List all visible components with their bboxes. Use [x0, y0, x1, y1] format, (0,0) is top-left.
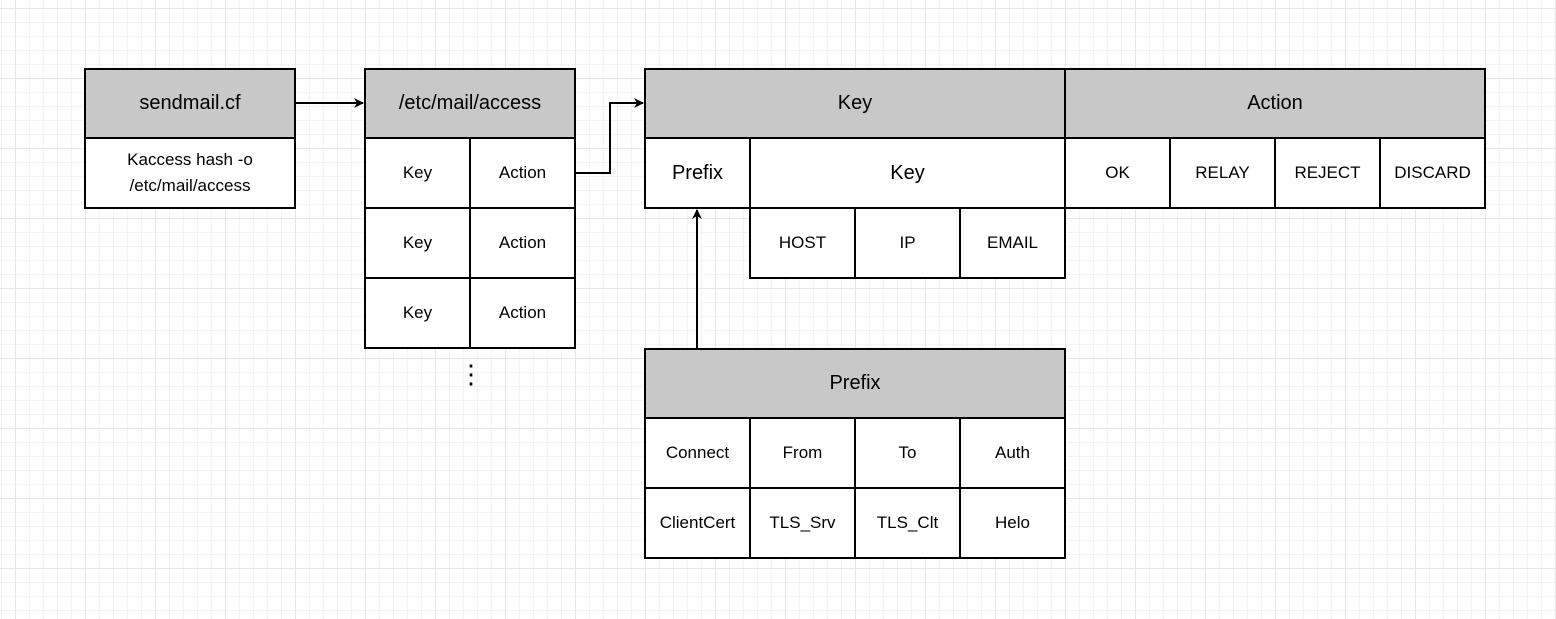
action-reject: REJECT — [1274, 137, 1381, 209]
prefix-table-header: Prefix — [644, 348, 1066, 419]
sendmail-cf-header: sendmail.cf — [84, 68, 296, 139]
access-table-header: /etc/mail/access — [364, 68, 576, 139]
access-row-3-action: Action — [469, 277, 576, 349]
access-row-3-key: Key — [364, 277, 471, 349]
key-prefix-cell: Prefix — [644, 137, 751, 209]
access-row-1-key: Key — [364, 137, 471, 209]
key-type-email: EMAIL — [959, 207, 1066, 279]
prefix-connect: Connect — [644, 417, 751, 489]
key-type-host: HOST — [749, 207, 856, 279]
prefix-clientcert: ClientCert — [644, 487, 751, 559]
key-key-cell: Key — [749, 137, 1066, 209]
sendmail-line-2: /etc/mail/access — [129, 176, 251, 195]
prefix-helo: Helo — [959, 487, 1066, 559]
action-relay: RELAY — [1169, 137, 1276, 209]
key-type-ip: IP — [854, 207, 961, 279]
prefix-auth: Auth — [959, 417, 1066, 489]
sendmail-line-1: Kaccess hash -o — [127, 149, 253, 169]
access-row-1-action: Action — [469, 137, 576, 209]
access-continuation-dots: ⋮ — [458, 359, 484, 389]
prefix-to: To — [854, 417, 961, 489]
access-row-2-key: Key — [364, 207, 471, 279]
prefix-from: From — [749, 417, 856, 489]
access-row-2-action: Action — [469, 207, 576, 279]
action-discard: DISCARD — [1379, 137, 1486, 209]
arrow-action-to-key-table — [575, 98, 644, 174]
prefix-tls-srv: TLS_Srv — [749, 487, 856, 559]
prefix-tls-clt: TLS_Clt — [854, 487, 961, 559]
action-table-header: Action — [1064, 68, 1486, 139]
action-ok: OK — [1064, 137, 1171, 209]
key-table-header: Key — [644, 68, 1066, 139]
sendmail-cf-body: Kaccess hash -o /etc/mail/access — [84, 137, 296, 209]
